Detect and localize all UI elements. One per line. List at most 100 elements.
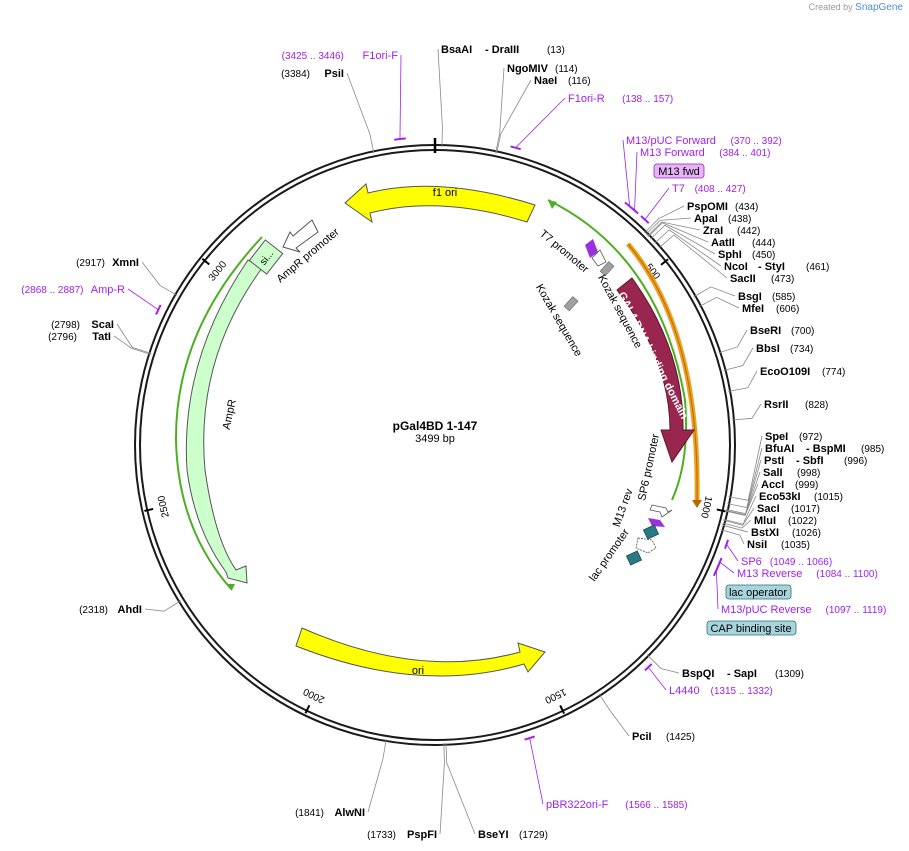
- site-psii[interactable]: PsiI(3384): [281, 68, 375, 154]
- site-name: AatII: [711, 237, 735, 249]
- site-tati[interactable]: TatI(2796): [48, 331, 152, 355]
- site-position: (116): [568, 76, 591, 87]
- ampr-label: AmpR: [221, 398, 239, 430]
- si-segment[interactable]: [248, 239, 284, 275]
- site-position: (985): [861, 444, 884, 455]
- site-ngomiv[interactable]: NgoMIV(114): [495, 63, 578, 154]
- primer-range: (3425 .. 3446): [282, 51, 344, 62]
- site-bbsi[interactable]: BbsI(734): [723, 343, 814, 371]
- plasmid-backbone-inner: [139, 149, 731, 741]
- site-apai[interactable]: ApaI(438): [645, 213, 751, 235]
- site-name: PciI: [632, 731, 652, 743]
- site-position: (3384): [281, 69, 310, 80]
- lac-operator-box[interactable]: lac operator: [725, 584, 792, 600]
- site-bseyi[interactable]: BseYI (1729): [445, 742, 548, 841]
- site-eco53ki[interactable]: Eco53kI(1015): [723, 491, 843, 525]
- lac-promoter-arrow[interactable]: [635, 537, 657, 554]
- cap-binding-marker[interactable]: [625, 550, 643, 566]
- site-name: ZraI: [703, 225, 723, 237]
- primer-m13-forward[interactable]: M13 Forward (384 .. 401): [630, 147, 771, 215]
- site-pcii[interactable]: PciI(1425): [598, 693, 695, 743]
- site-nsii[interactable]: NsiI(1035): [720, 529, 810, 551]
- ampr-green-arrowhead: [226, 584, 235, 590]
- cap-binding-site-box[interactable]: CAP binding site: [706, 620, 797, 636]
- site-position: (1729): [519, 830, 548, 841]
- site-zrai[interactable]: ZraI(442): [647, 221, 760, 237]
- f1-ori-arrow[interactable]: [344, 183, 536, 224]
- m13-rev-marker[interactable]: [648, 518, 665, 527]
- site-ecoo109i[interactable]: EcoO109I(774): [728, 366, 845, 392]
- site-mlui[interactable]: MluI(1022): [722, 515, 817, 529]
- site-bsaai[interactable]: BsaAI- DraIII(13): [437, 44, 565, 148]
- ampr-promoter-arrow[interactable]: [282, 219, 319, 253]
- primer-amp-r[interactable]: Amp-R(2868 .. 2887): [21, 284, 162, 315]
- site-position: (585): [772, 292, 795, 303]
- site-sphi[interactable]: SphI(450): [650, 224, 775, 261]
- primer-name: Amp-R: [91, 284, 125, 296]
- site-name-2: - StyI: [758, 261, 785, 273]
- site-rsrii[interactable]: RsrII(828): [731, 399, 828, 421]
- site-name: NsiI: [747, 539, 767, 551]
- site-bstxi[interactable]: BstXI(1026): [721, 524, 821, 539]
- site-alwni[interactable]: AlwNI(1841): [295, 738, 387, 819]
- t7-promoter-small-arrow: [591, 249, 607, 267]
- gal4-arrow[interactable]: [616, 277, 695, 464]
- sp6-promoter-arrow[interactable]: [649, 504, 673, 518]
- site-ahdi[interactable]: AhdI(2318): [79, 600, 182, 616]
- site-pspfi[interactable]: PspFI(1733): [367, 742, 445, 841]
- primer-m13-puc-reverse[interactable]: M13/pUC Reverse(1097 .. 1119): [712, 564, 887, 616]
- site-pspomi[interactable]: PspOMI(434): [644, 201, 758, 234]
- primer-name: M13 Reverse: [737, 568, 802, 580]
- site-name: BstXI: [751, 527, 779, 539]
- site-name: BseRI: [750, 325, 781, 337]
- primer-sp6[interactable]: SP6(1049 .. 1066): [724, 539, 832, 568]
- site-name: MfeI: [742, 303, 764, 315]
- site-bsgi[interactable]: BsgI(585): [693, 286, 796, 303]
- site-ncoi[interactable]: NcoI- StyI(461): [654, 229, 829, 273]
- svg-text:CAP binding site: CAP binding site: [710, 623, 791, 635]
- site-saci[interactable]: SacI(1017): [723, 503, 820, 526]
- site-name-2: - BspMI: [806, 443, 846, 455]
- primer-range: (384 .. 401): [719, 148, 770, 159]
- site-sacii[interactable]: SacII(473): [658, 234, 795, 285]
- site-bspqi[interactable]: BspQI- SapI(1309): [646, 654, 804, 680]
- primer-name: M13/pUC Forward: [626, 135, 716, 147]
- t7-promoter-marker[interactable]: [585, 239, 598, 258]
- lac-operator-marker[interactable]: [642, 524, 660, 540]
- ori-label: ori: [412, 665, 424, 677]
- site-aatii[interactable]: AatII(444): [647, 222, 775, 249]
- m13-fwd-box[interactable]: M13 fwd: [653, 163, 705, 179]
- site-position: (450): [752, 250, 775, 261]
- primer-pbr322ori-f[interactable]: pBR322ori-F(1566 .. 1585): [524, 735, 688, 811]
- site-position: (996): [844, 456, 867, 467]
- primer-f1ori-f[interactable]: F1ori-F(3425 .. 3446): [282, 50, 406, 141]
- site-bseri[interactable]: BseRI(700): [718, 325, 814, 354]
- orange-feature-core: [627, 243, 698, 501]
- site-mfei[interactable]: MfeI(606): [698, 296, 799, 315]
- site-spei[interactable]: SpeI(972): [728, 431, 822, 501]
- site-scai[interactable]: ScaI(2798): [51, 319, 152, 354]
- kozak-label-2: Kozak sequence: [533, 282, 584, 358]
- primer-range: (1566 .. 1585): [625, 800, 687, 811]
- primer-f1ori-r[interactable]: F1ori-R(138 .. 157): [510, 93, 674, 151]
- primer-l4440[interactable]: L4440(1315 .. 1332): [644, 663, 773, 697]
- site-name: EcoO109I: [760, 366, 810, 378]
- site-name-2: - SapI: [727, 668, 757, 680]
- site-name: BseYI: [478, 829, 509, 841]
- site-name: BsaAI: [441, 44, 472, 56]
- site-naei[interactable]: NaeI(116): [496, 75, 591, 154]
- site-xmni[interactable]: XmnI(2917): [76, 257, 178, 296]
- kozak-marker-1[interactable]: [599, 261, 615, 277]
- kozak-marker-2[interactable]: [563, 296, 579, 312]
- primer-name: M13 Forward: [640, 147, 705, 159]
- tick-mark-500: [660, 258, 669, 266]
- site-name: BbsI: [756, 343, 780, 355]
- site-name: ApaI: [694, 213, 718, 225]
- site-bfuai[interactable]: BfuAI- BspMI(985): [727, 443, 884, 509]
- site-acci[interactable]: AccI(999): [725, 479, 819, 516]
- primer-range: (1097 .. 1119): [826, 605, 887, 616]
- ori-arrow[interactable]: [295, 627, 546, 677]
- primer-t7[interactable]: T7(408 .. 427): [640, 183, 746, 224]
- ampr-arrow[interactable]: [185, 259, 263, 584]
